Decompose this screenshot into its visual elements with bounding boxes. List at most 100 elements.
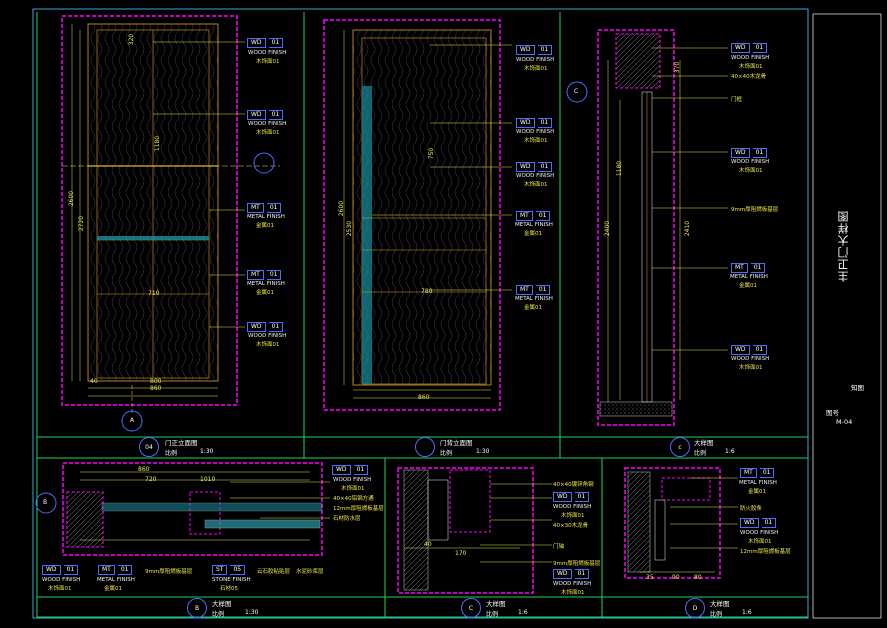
tag-d-wood-2-cn: 木饰面01 xyxy=(48,586,72,592)
panel-c-title-bubble[interactable]: c xyxy=(670,437,690,457)
dim-c-height-2: 2410 xyxy=(684,220,692,237)
dim-a-top: 320 xyxy=(128,33,136,46)
sheet-title: 主卫门大样图 xyxy=(837,210,850,282)
panel-a-title-bubble[interactable]: 04 xyxy=(139,437,159,457)
tag-b-metal-1-en: METAL FINISH xyxy=(515,222,553,228)
note-f-1: 防火胶条 xyxy=(740,506,763,512)
dim-a-height: 2600 xyxy=(68,190,76,207)
tag-d-wood-1-cn: 木饰面01 xyxy=(341,486,365,492)
panel-d-title-bubble[interactable]: B xyxy=(187,598,207,618)
tag-e-wood-1-en: WOOD FINISH xyxy=(553,504,592,510)
sheet-border xyxy=(32,8,809,619)
panel-a-scale: 1:30 xyxy=(200,448,214,455)
panel-d-scale: 1:30 xyxy=(245,609,259,616)
tag-f-wood-1-en: WOOD FINISH xyxy=(740,530,779,536)
note-e-1: 40×40镀锌角钢 xyxy=(553,482,594,488)
note-d-3: 石材防水层 xyxy=(333,516,361,522)
dim-d-total: 1010 xyxy=(200,476,216,483)
panel-d-title: 大样图 xyxy=(212,600,232,608)
note-d-2: 12mm厚阻燃板基层 xyxy=(333,506,384,512)
note-e-4: 9mm厚阻燃板基层 xyxy=(553,561,601,567)
dim-a-left: 40 xyxy=(90,378,98,385)
tag-f-metal-1-cn: 金属01 xyxy=(748,489,766,495)
panel-e-scale-label: 比例 xyxy=(486,611,499,618)
note-c-2: 门框 xyxy=(731,97,743,103)
panel-f-title: 大样图 xyxy=(710,600,730,608)
note-d-4: 9mm厚阻燃板基层 xyxy=(145,569,193,575)
tag-d-stone-1-cn: 石材05 xyxy=(220,586,238,592)
panel-b-title-bubble[interactable] xyxy=(415,437,435,457)
dim-b-width-total: 860 xyxy=(418,394,430,401)
tag-c-wood-1-cn: 木饰面01 xyxy=(739,64,763,70)
tag-e-wood-2-cn: 木饰面01 xyxy=(561,590,585,596)
panel-e-title-bubble[interactable]: C xyxy=(461,598,481,618)
panel-c-letter: C xyxy=(574,88,579,95)
dim-b-width: 780 xyxy=(421,288,433,295)
tag-a-metal-1-en: METAL FINISH xyxy=(247,214,285,220)
tag-e-wood-1-cn: 木饰面01 xyxy=(561,513,585,519)
panel-a-elevation xyxy=(61,15,280,415)
tag-b-wood-2-en: WOOD FINISH xyxy=(516,129,555,135)
tag-a-wood-2-cn: 木饰面01 xyxy=(256,130,280,136)
panel-b-elevation xyxy=(323,19,512,411)
tag-b-wood-1-cn: 木饰面01 xyxy=(524,66,548,72)
dim-b-mid: 750 xyxy=(428,147,436,160)
tag-b-wood-2-cn: 木饰面01 xyxy=(524,138,548,144)
note-d-1: 40×40铝钢方通 xyxy=(333,496,374,502)
note-e-2: 40×30木龙骨 xyxy=(553,523,589,529)
panel-d-scale-label: 比例 xyxy=(212,611,225,618)
note-d-5: 云石胶粘贴层 xyxy=(257,569,291,575)
panel-a-letter-bubble[interactable] xyxy=(121,410,143,432)
panel-c-section xyxy=(597,29,728,426)
panel-f-title-bubble[interactable]: D xyxy=(685,598,705,618)
tag-d-metal-1-en: METAL FINISH xyxy=(97,577,135,583)
dim-e-side: 40 xyxy=(424,541,432,548)
tag-b-wood-1-en: WOOD FINISH xyxy=(516,57,555,63)
panel-d-section-bubble[interactable] xyxy=(35,492,57,514)
panel-c-letter-bubble[interactable] xyxy=(566,81,588,103)
panel-b-scale: 1:30 xyxy=(476,448,490,455)
sheet-plan-label: 知图 xyxy=(851,384,864,392)
panel-e-scale: 1:6 xyxy=(518,609,528,616)
tag-b-metal-1-cn: 金属01 xyxy=(524,231,542,237)
dim-c-mid: 1180 xyxy=(616,160,624,177)
panel-a-section-bubble[interactable] xyxy=(253,152,275,174)
panel-a-letter: A xyxy=(130,417,135,424)
tag-f-metal-1-en: METAL FINISH xyxy=(739,480,777,486)
tag-a-wood-1-en: WOOD FINISH xyxy=(248,50,287,56)
panel-d-letter: B xyxy=(43,499,48,506)
panel-a-title: 门正立面图 xyxy=(165,439,198,447)
tag-c-wood-2-en: WOOD FINISH xyxy=(731,159,770,165)
note-f-2: 12mm厚阻燃板基层 xyxy=(740,549,791,555)
sheet-drawing-no-label: 图号 xyxy=(826,409,839,417)
panel-b-scale-label: 比例 xyxy=(440,450,453,457)
panel-c-scale-label: 比例 xyxy=(694,450,707,457)
panel-d-section xyxy=(62,462,330,556)
dim-a-mid: 1180 xyxy=(154,135,162,152)
tag-d-wood-1-en: WOOD FINISH xyxy=(333,477,372,483)
dim-b-height-inner: 2530 xyxy=(346,220,354,237)
